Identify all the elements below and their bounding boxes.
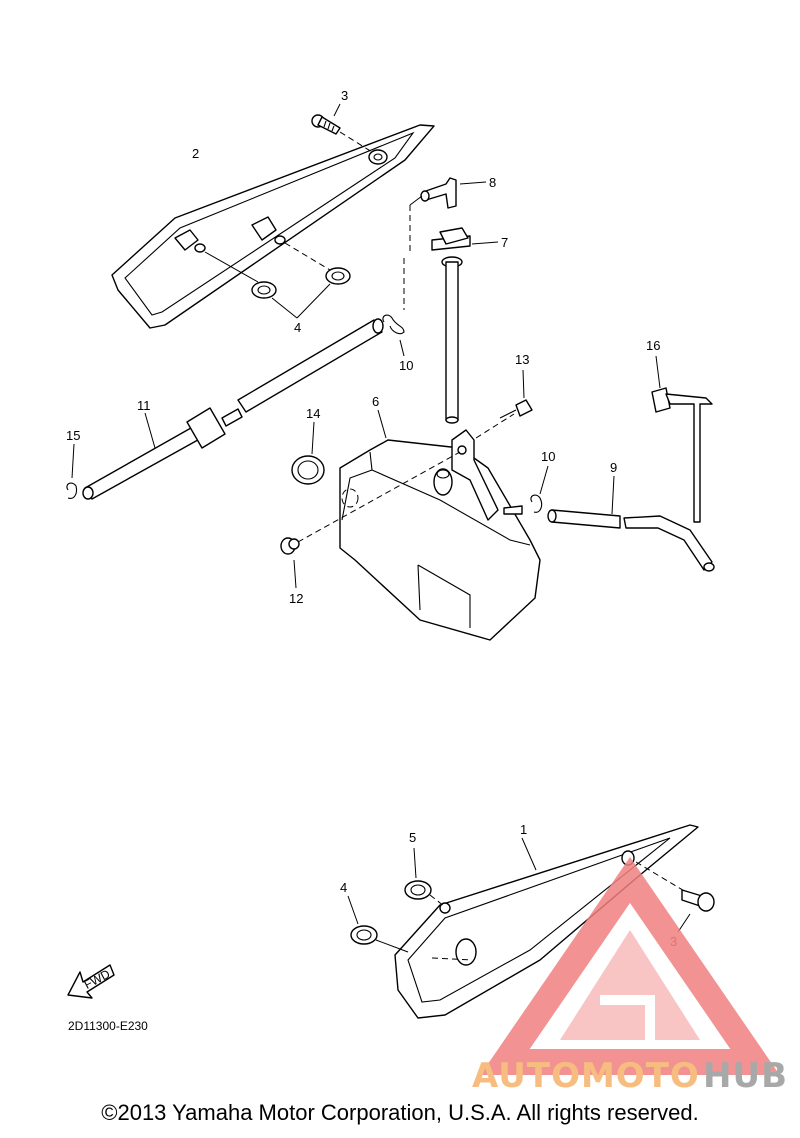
callout-11: 11 (137, 398, 151, 413)
callout-14: 14 (306, 406, 320, 421)
diagram-code: 2D11300-E230 (68, 1019, 148, 1033)
callout-7: 7 (501, 235, 508, 250)
callout-8: 8 (489, 175, 496, 190)
screw-upper (311, 114, 341, 135)
tank-cap (431, 227, 471, 424)
callout-4-lower: 4 (340, 880, 347, 895)
hose-bracket (651, 387, 713, 523)
callout-9: 9 (610, 460, 617, 475)
callout-12: 12 (289, 591, 303, 606)
drain-hose (547, 509, 715, 572)
callout-10-upper: 10 (399, 358, 413, 373)
grommet-14 (291, 455, 325, 485)
watermark-text-2: HUB (703, 1056, 788, 1096)
grommet-5 (404, 880, 432, 900)
callout-1: 1 (520, 822, 527, 837)
grommet-lower (350, 925, 378, 945)
callout-6: 6 (372, 394, 379, 409)
watermark-text-1: AUTOMOTO (472, 1056, 700, 1096)
fwd-arrow-icon: FWD (67, 964, 115, 999)
overflow-hose (82, 318, 384, 500)
callout-15: 15 (66, 428, 80, 443)
callout-3-upper: 3 (341, 88, 348, 103)
bolt-13 (499, 399, 533, 419)
grommet-upper-left (251, 281, 277, 299)
callout-10-lower: 10 (541, 449, 555, 464)
clip-15 (66, 482, 78, 499)
callout-2: 2 (192, 146, 199, 161)
breather-elbow (420, 177, 457, 209)
grommet-12 (280, 537, 300, 555)
automotohub-logo: AUTOMOTO HUB (472, 857, 788, 1096)
callout-5: 5 (409, 830, 416, 845)
grommet-upper-right (325, 267, 351, 285)
callout-16: 16 (646, 338, 660, 353)
copyright-notice: ©2013 Yamaha Motor Corporation, U.S.A. A… (101, 1100, 699, 1125)
callout-4-upper: 4 (294, 320, 301, 335)
side-cover-upper (111, 124, 435, 329)
reservoir-tank (339, 429, 541, 641)
callout-13: 13 (515, 352, 529, 367)
clip-upper (382, 314, 405, 335)
screw-lower (681, 889, 715, 912)
clip-lower (503, 494, 543, 515)
